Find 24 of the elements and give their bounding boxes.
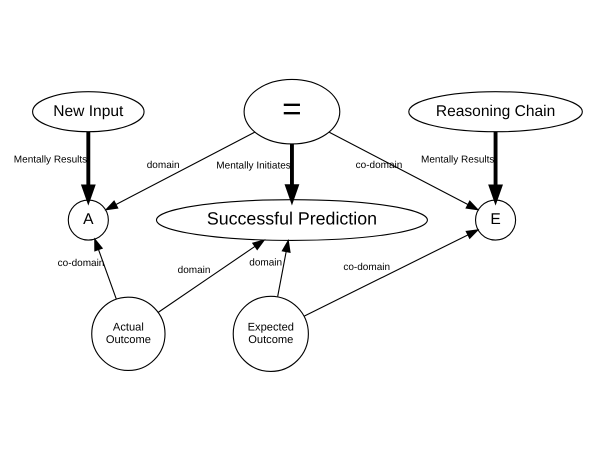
node-circle: E bbox=[474, 199, 516, 241]
edge-label: Mentally Results bbox=[14, 154, 88, 166]
node-ellipse: New Input bbox=[32, 91, 145, 132]
arrow bbox=[304, 229, 480, 317]
node-circle: A bbox=[68, 199, 109, 241]
edge-label: domain bbox=[178, 265, 210, 276]
arrow bbox=[104, 132, 255, 210]
edge-label: domain bbox=[146, 160, 180, 171]
edge-label: co-domain bbox=[58, 258, 104, 269]
node-ellipse: = bbox=[244, 78, 340, 144]
arrow bbox=[488, 132, 503, 206]
node-ellipse: Successful Prediction bbox=[156, 199, 428, 241]
arrow bbox=[329, 132, 480, 210]
edge-label: domain bbox=[249, 258, 282, 268]
arrow bbox=[80, 132, 96, 206]
arrow bbox=[277, 238, 291, 297]
edge-label: Mentally Initiates bbox=[216, 160, 291, 172]
arrow bbox=[284, 144, 300, 206]
node-circle: Expected Outcome bbox=[232, 296, 309, 372]
node-circle: Actual Outcome bbox=[91, 296, 166, 372]
arrow bbox=[158, 239, 266, 313]
edge-label: co-domain bbox=[343, 262, 390, 273]
node-ellipse: Reasoning Chain bbox=[408, 91, 583, 132]
arrow bbox=[94, 238, 117, 300]
